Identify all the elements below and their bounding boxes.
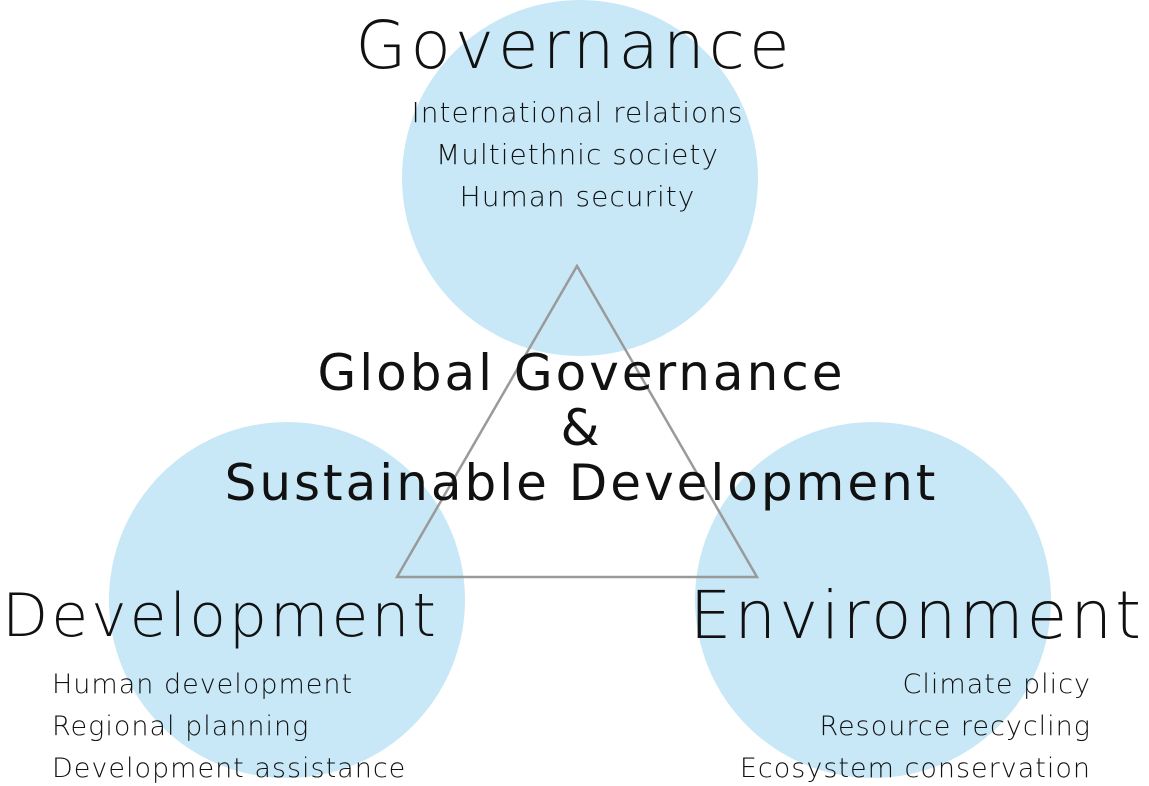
environment-circle — [695, 422, 1051, 778]
governance-item-list: International relations Multiethnic soci… — [0, 92, 1149, 218]
development-item-list: Human development Regional planning Deve… — [52, 664, 406, 786]
development-title: Development — [2, 581, 439, 651]
governance-title: Governance — [355, 7, 794, 84]
governance-item: International relations — [411, 96, 744, 129]
environment-item: Ecosystem conservation — [739, 753, 1091, 784]
center-label-line-3: Sustainable Development — [224, 454, 939, 512]
center-triangle — [394, 263, 760, 579]
environment-title: Environment — [689, 577, 1144, 654]
center-label: Global Governance & Sustainable Developm… — [0, 346, 1149, 511]
governance-circle — [402, 0, 758, 356]
development-item: Human development — [52, 669, 354, 700]
development-item: Development assistance — [52, 753, 407, 784]
center-label-line-2: & — [560, 399, 603, 457]
center-label-line-1: Global Governance — [317, 344, 846, 402]
environment-item: Resource recycling — [819, 711, 1091, 742]
governance-item: Multiethnic society — [436, 138, 719, 171]
governance-item: Human security — [459, 180, 696, 213]
development-item: Regional planning — [52, 711, 310, 742]
development-circle — [109, 422, 465, 778]
environment-item-list: Climate plicy Resource recycling Ecosyst… — [740, 664, 1091, 786]
environment-item: Climate plicy — [902, 669, 1091, 700]
